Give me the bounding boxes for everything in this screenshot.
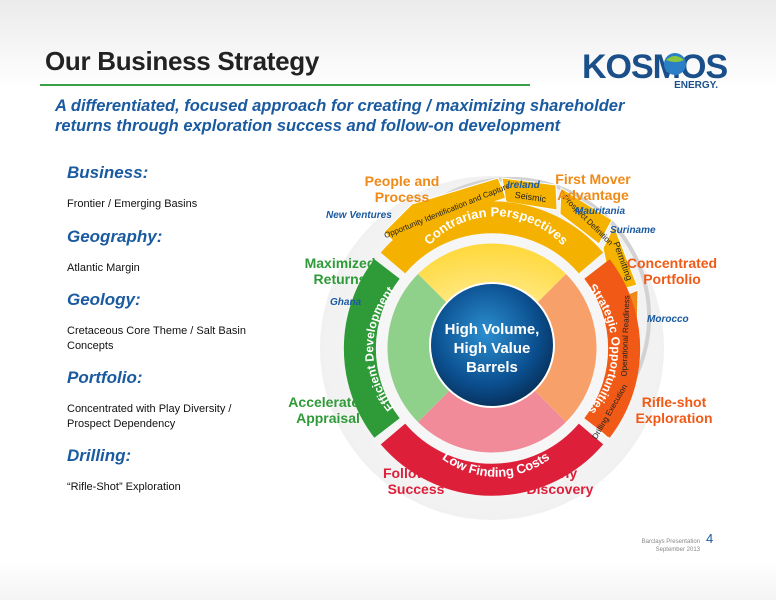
text-portfolio-2: Prospect Dependency: [67, 418, 176, 430]
label-concentrated-2: Portfolio: [643, 271, 701, 287]
page-number: 4: [706, 531, 714, 546]
text-geology-1: Cretaceous Core Theme / Salt Basin: [67, 325, 246, 337]
footer-line-2: September 2013: [655, 547, 700, 553]
tab-label-operational: Operational Readiness: [620, 295, 632, 377]
page-title: Our Business Strategy: [45, 46, 320, 76]
text-geography: Atlantic Margin: [67, 262, 140, 274]
heading-business: Business:: [67, 163, 149, 182]
text-drilling: “Rifle-Shot” Exploration: [67, 481, 181, 493]
label-maximized-2: Returns: [314, 271, 367, 287]
label-early-2: Discovery: [527, 481, 594, 497]
label-early-1: Early: [543, 465, 577, 481]
logo-globe-land: [666, 56, 684, 62]
text-geology-2: Concepts: [67, 340, 114, 352]
place-new-ventures: New Ventures: [326, 210, 392, 221]
label-people-2: Process: [375, 189, 430, 205]
footer-line-1: Barclays Presentation: [641, 539, 700, 545]
label-accelerated-2: Appraisal: [296, 410, 360, 426]
kosmos-logo: KOSMOS ENERGY.: [582, 48, 728, 94]
label-firstmover-2: Advantage: [557, 187, 629, 203]
ring-left: [343, 259, 400, 438]
place-morocco: Morocco: [647, 314, 689, 325]
text-portfolio-1: Concentrated with Play Diversity /: [67, 403, 232, 415]
place-ghana: Ghana: [330, 297, 362, 308]
logo-sub: ENERGY.: [674, 80, 718, 91]
heading-geography: Geography:: [67, 227, 163, 246]
heading-drilling: Drilling:: [67, 446, 132, 465]
subtitle-line-2: returns through exploration success and …: [55, 117, 561, 135]
label-maximized-1: Maximized: [305, 255, 376, 271]
tab-seismic: [501, 177, 558, 211]
heading-geology: Geology:: [67, 290, 141, 309]
label-followon-2: Success: [388, 481, 445, 497]
ring-top: [380, 201, 604, 274]
ring-bottom: [380, 423, 604, 496]
center-line-3: Barrels: [466, 359, 518, 376]
center-circle: [429, 282, 555, 408]
label-followon-1: Follow-on: [383, 465, 449, 481]
text-business: Frontier / Emerging Basins: [67, 198, 198, 210]
center-line-2: High Value: [454, 340, 531, 357]
tab-prospect: [559, 187, 613, 245]
title-underline: [40, 84, 530, 86]
label-accelerated-1: Accelerated: [288, 394, 367, 410]
label-rifleshot-1: Rifle-shot: [642, 394, 707, 410]
footer-note: Barclays Presentation September 2013: [642, 538, 700, 554]
place-suriname: Suriname: [610, 225, 656, 236]
tab-label-seismic: Seismic: [514, 190, 547, 204]
label-concentrated-1: Concentrated: [627, 255, 717, 271]
subtitle-line-1: A differentiated, focused approach for c…: [55, 97, 625, 115]
label-firstmover-1: First Mover: [555, 171, 631, 187]
place-ireland: Ireland: [507, 180, 541, 191]
label-rifleshot-2: Exploration: [635, 410, 712, 426]
ring-right: [584, 259, 641, 438]
logo-word: KOSMOS: [582, 48, 728, 86]
label-people-1: People and: [365, 173, 440, 189]
heading-portfolio: Portfolio:: [67, 368, 143, 387]
center-line-1: High Volume,: [445, 321, 540, 338]
place-mauritania: Mauritania: [575, 206, 625, 217]
